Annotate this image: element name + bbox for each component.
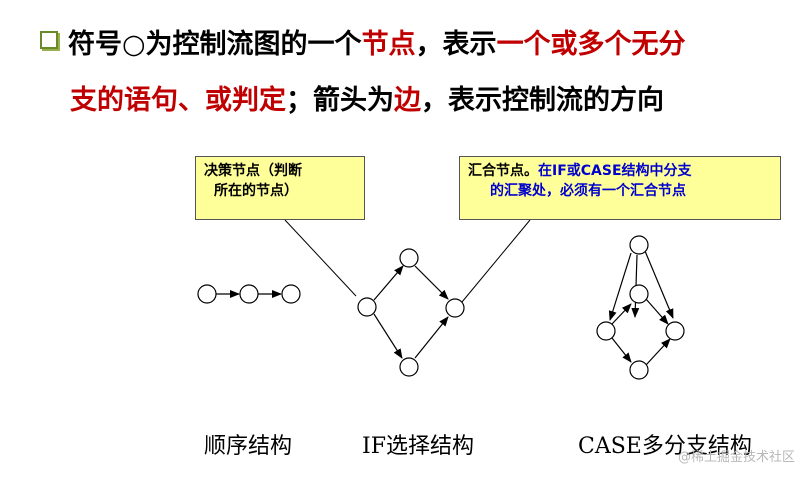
heading-text: ；箭头为 — [286, 85, 394, 116]
sequence-node — [281, 284, 301, 304]
caption-sequence: 顺序结构 — [204, 434, 293, 459]
case-decision-node — [596, 321, 616, 341]
bullet-icon — [40, 31, 58, 49]
caption-case: CASE多分支结构 — [578, 434, 752, 459]
case-merge-node — [665, 321, 685, 341]
heading-text: ，表示 — [415, 29, 497, 60]
case-top-node — [629, 235, 649, 255]
decision-pointer-line — [284, 219, 357, 297]
if-graph — [357, 248, 465, 377]
callout-text: 决策节点（判断 — [204, 163, 302, 179]
heading-text: 符号○为控制流图的一个 — [68, 29, 362, 60]
heading-emphasis-statements: 一个或多个无分 — [496, 29, 686, 60]
heading-emphasis-statements: 支的语句、或判定 — [70, 85, 286, 116]
callout-text: 所在的节点） — [214, 183, 298, 199]
sequence-node — [239, 284, 259, 304]
heading-line-1: 符号○为控制流图的一个节点，表示一个或多个无分 — [40, 22, 800, 68]
if-merge-node — [445, 298, 465, 318]
sequence-node — [197, 284, 217, 304]
if-branch-node — [399, 357, 419, 377]
decision-node-callout: 决策节点（判断 所在的节点） — [195, 156, 365, 220]
callout-blue-text: 在IF或CASE结构中分支 — [538, 163, 692, 179]
watermark: @稀土掘金技术社区 — [677, 450, 795, 465]
heading-text: ，表示控制流的方向 — [421, 85, 664, 116]
case-branch-node — [629, 360, 649, 380]
case-graph — [596, 235, 685, 380]
sequence-graph — [197, 284, 301, 304]
heading-emphasis-node: 节点 — [361, 29, 416, 60]
if-branch-node — [399, 248, 419, 268]
if-decision-node — [357, 297, 377, 317]
heading-line-2: 支的语句、或判定；箭头为边，表示控制流的方向 — [70, 78, 664, 124]
caption-if: IF选择结构 — [362, 434, 474, 459]
merge-node-callout: 汇合节点。在IF或CASE结构中分支 的汇聚处，必须有一个汇合节点 — [459, 156, 781, 220]
callout-blue-text: 的汇聚处，必须有一个汇合节点 — [490, 183, 686, 199]
heading-emphasis-edge: 边 — [394, 85, 421, 116]
callout-text: 汇合节点。 — [468, 163, 538, 179]
merge-pointer-line — [461, 219, 531, 303]
case-branch-node — [629, 284, 649, 304]
